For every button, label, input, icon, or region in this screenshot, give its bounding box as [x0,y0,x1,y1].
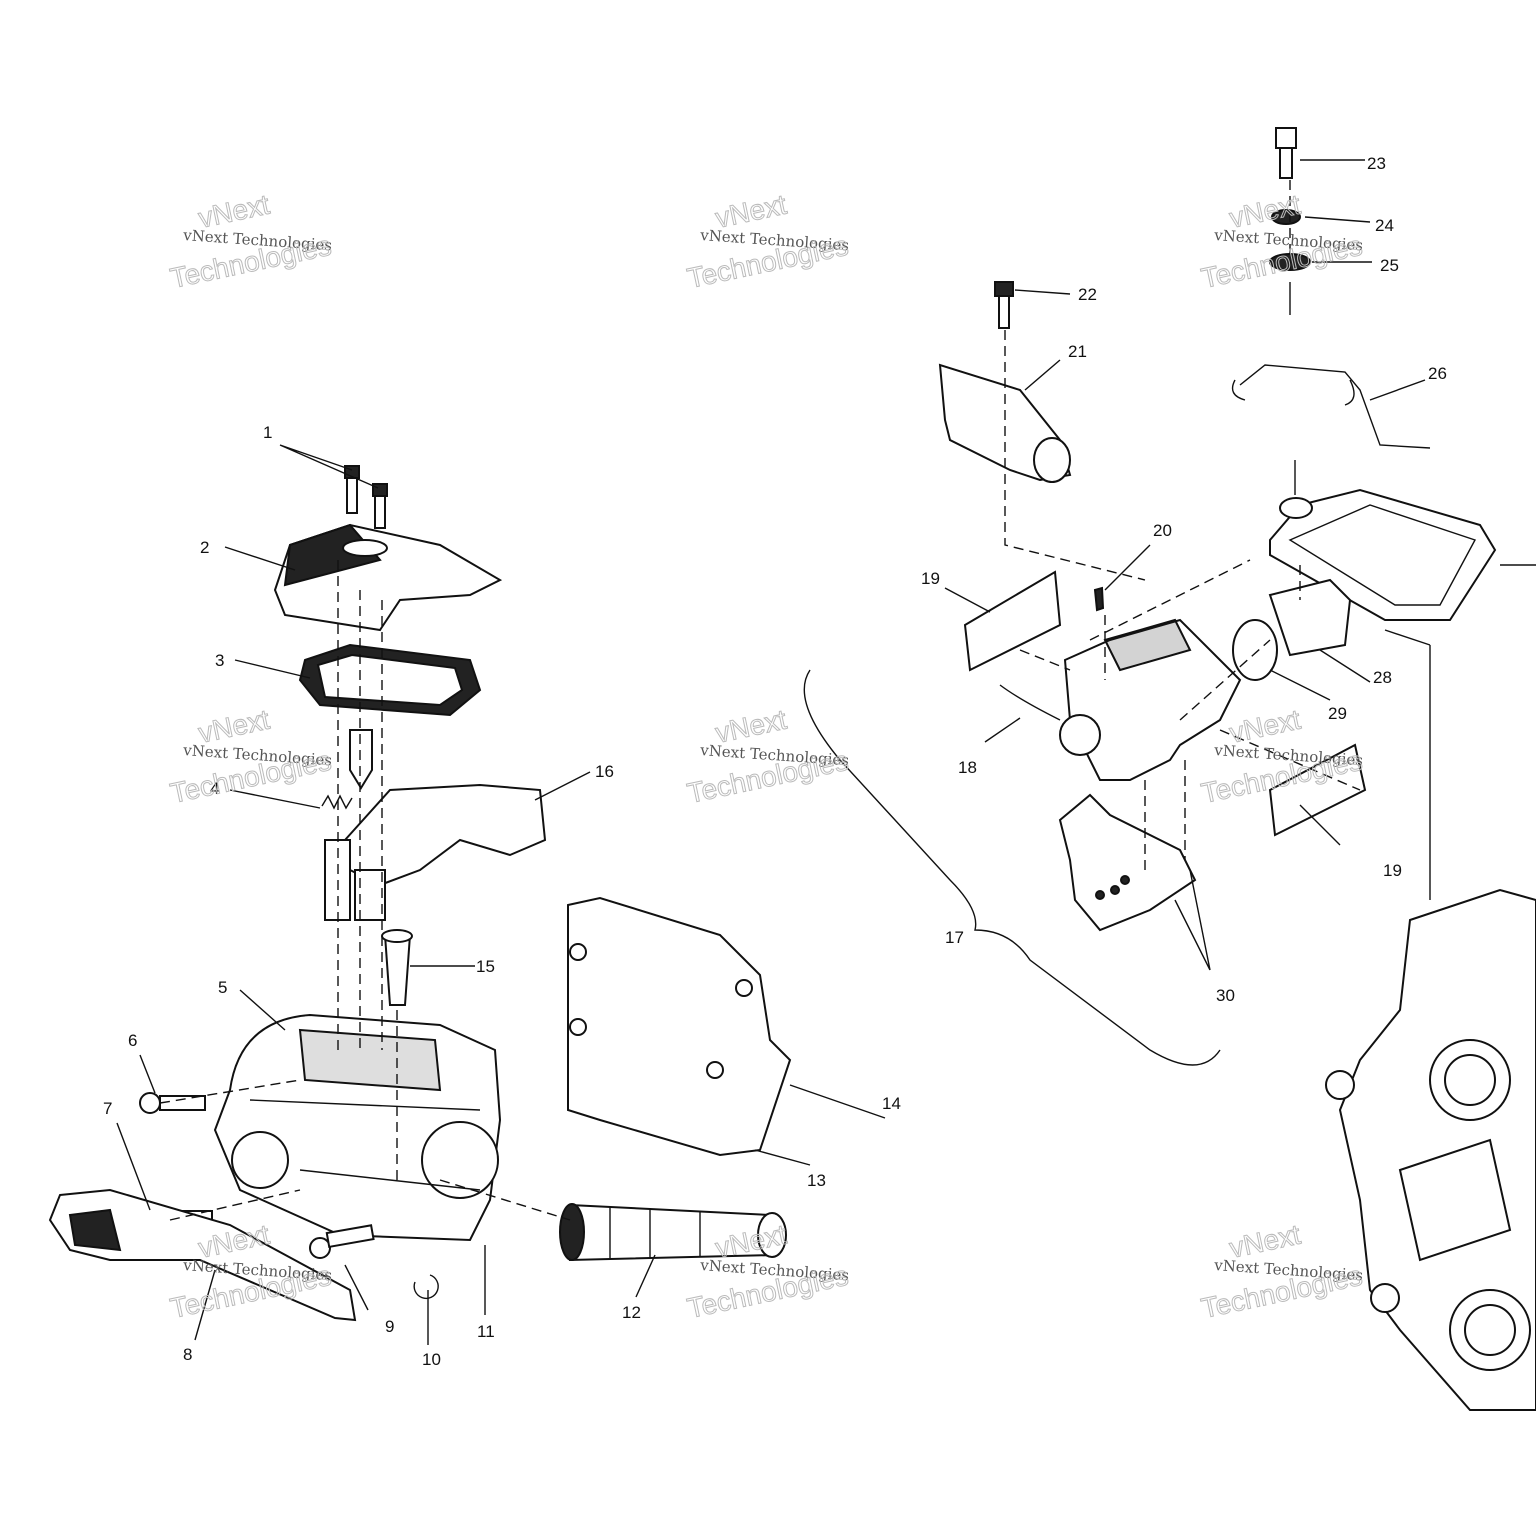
callout-12: 12 [622,1303,641,1322]
callout-19b: 19 [1383,861,1402,880]
spring-part-4 [321,794,353,810]
callout-11: 11 [477,1322,495,1341]
callout-15: 15 [476,957,495,976]
callout-6: 6 [128,1031,137,1050]
callout-24: 24 [1375,216,1394,235]
callout-16: 16 [595,762,614,781]
callout-3: 3 [215,651,224,670]
watermark: vNext vNext Technologies Technologies [167,188,334,294]
callout-19a: 19 [921,569,940,588]
callout-28: 28 [1373,668,1392,687]
callout-2: 2 [200,538,209,557]
pin-part-15 [383,934,412,1006]
callout-14: 14 [882,1094,901,1113]
bolt-part-23 [1275,127,1297,179]
callout-25: 25 [1380,256,1399,275]
callout-21: 21 [1068,342,1087,361]
pin-part-18 [999,684,1061,721]
caliper-body [1063,618,1242,781]
callout-5: 5 [218,978,227,997]
callout-29: 29 [1328,704,1347,723]
washer-part-24 [1271,209,1301,225]
clip-part-10 [413,1274,439,1300]
callout-26: 26 [1428,364,1447,383]
screw-part-6 [139,1092,206,1114]
callout-10: 10 [422,1350,441,1369]
seal-part-29 [1232,619,1278,681]
callout-9: 9 [385,1317,394,1336]
brake-pad-part-30 [1058,793,1197,932]
piston-part-28 [1268,578,1352,657]
pad-shim-part-19b [1268,743,1367,837]
callout-7: 7 [103,1099,112,1118]
pad-shim-part-19a [963,570,1062,672]
callout-4: 4 [210,779,219,798]
watermark: vNext vNext Technologies Technologies [684,188,851,294]
left-assembly [48,444,886,1345]
brake-lever-part-8 [48,1188,357,1322]
callout-23: 23 [1367,154,1386,173]
callout-18: 18 [958,758,977,777]
brace-group-17 [803,669,1221,1066]
bracket-frame [1269,488,1497,621]
watermark: vNext vNext Technologies Technologies [167,703,334,809]
spring-part-26 [1231,364,1431,449]
callout-20: 20 [1153,521,1172,540]
callout-13: 13 [807,1171,826,1190]
bleeder-part-20 [1093,586,1105,612]
bolt-part-22 [994,281,1014,329]
cover-part-13 [567,896,792,1157]
callout-labels: 1 2 3 4 5 6 7 8 9 10 11 12 13 14 15 16 1… [103,154,1447,1369]
grip-part-12 [559,1203,787,1262]
plunger-part [349,729,373,790]
callout-17: 17 [945,928,964,947]
callout-1: 1 [263,423,272,442]
watermark: vNext vNext Technologies Technologies [684,703,851,809]
callout-22: 22 [1078,285,1097,304]
callout-8: 8 [183,1345,192,1364]
right-assembly [803,127,1536,1411]
watermark: vNext vNext Technologies Technologies [1198,188,1365,294]
callout-30: 30 [1216,986,1235,1005]
screw-part-9 [309,1224,375,1259]
watermark: vNext vNext Technologies Technologies [1198,1218,1365,1324]
